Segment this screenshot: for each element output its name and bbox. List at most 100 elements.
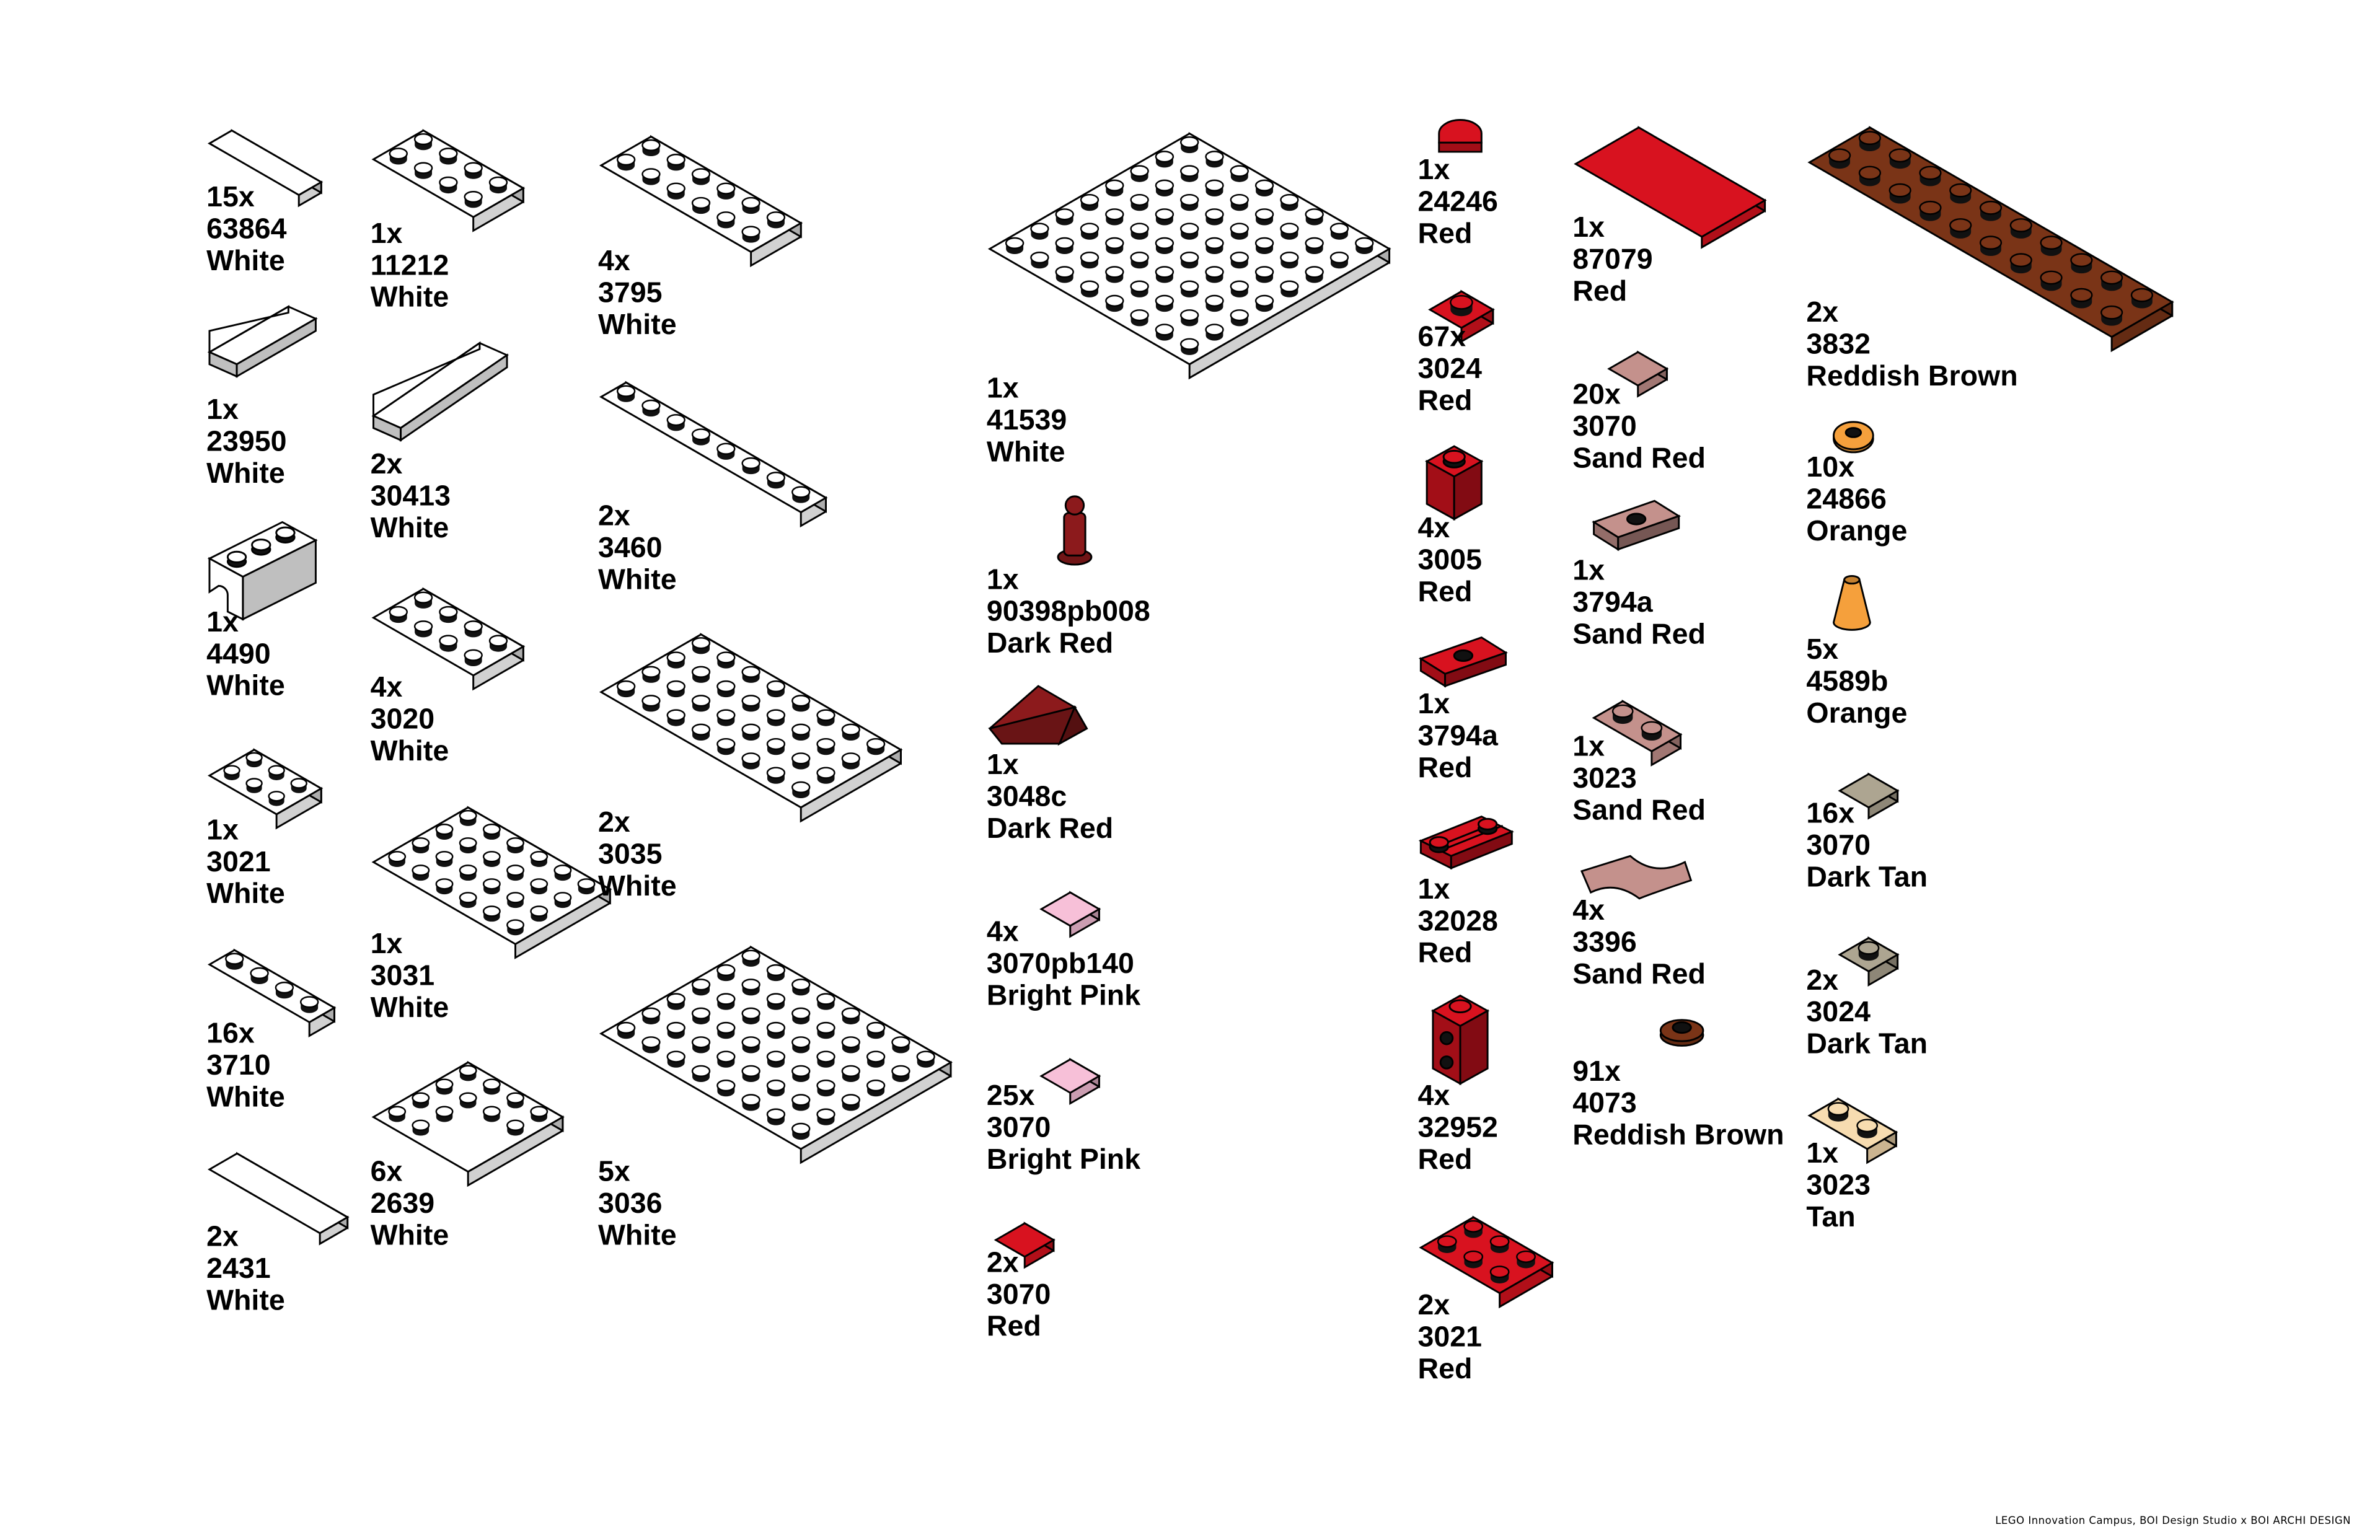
part-graphic-round-plate-icon — [1657, 1011, 1706, 1050]
part-qty: 1x — [206, 815, 239, 847]
part-id: 3795 — [597, 278, 663, 310]
part-color: White — [206, 245, 285, 278]
part-graphic-plate-icon — [1591, 683, 1687, 774]
part-id: 3036 — [597, 1188, 663, 1221]
part-qty: 2x — [1806, 965, 1839, 998]
part-id: 3021 — [206, 847, 271, 879]
part-graphic-plate-icon — [1427, 273, 1499, 351]
part-color: Red — [1417, 1353, 1473, 1386]
part-id: 24246 — [1417, 187, 1498, 219]
part-qty: 1x — [206, 607, 239, 640]
part-qty: 4x — [986, 917, 1019, 949]
part-color: White — [370, 736, 449, 768]
part-graphic-tile-icon — [993, 1205, 1060, 1277]
part-id: 11212 — [370, 250, 449, 283]
part-color: White — [597, 565, 677, 597]
part-qty: 1x — [370, 218, 403, 251]
part-color: Dark Tan — [1806, 862, 1928, 894]
part-qty: 20x — [1572, 379, 1621, 411]
part-graphic-plate-icon — [598, 929, 957, 1172]
part-id: 3070pb140 — [986, 948, 1134, 981]
part-color: Tan — [1806, 1202, 1856, 1234]
part-id: 4073 — [1572, 1088, 1637, 1120]
part-id: 3005 — [1417, 545, 1483, 577]
part-id: 32028 — [1417, 906, 1498, 938]
part-graphic-arch-icon — [206, 516, 319, 625]
part-color: Sand Red — [1572, 619, 1706, 651]
part-color: White — [206, 458, 285, 491]
part-graphic-plate-icon — [598, 364, 832, 535]
part-id: 3794a — [1572, 587, 1653, 620]
part-graphic-round-tile-icon — [1433, 112, 1488, 155]
part-graphic-plate-icon — [598, 616, 907, 830]
part-id: 3832 — [1806, 329, 1871, 361]
part-graphic-modified-brick-icon — [1427, 993, 1491, 1087]
part-id: 32952 — [1417, 1112, 1498, 1145]
part-graphic-jumper-icon — [1417, 636, 1509, 689]
part-color: Bright Pink — [986, 980, 1141, 1013]
part-id: 3020 — [370, 704, 435, 736]
part-color: Red — [1417, 1144, 1473, 1177]
part-color: Dark Red — [986, 628, 1114, 661]
part-color: Dark Red — [986, 813, 1114, 846]
part-qty: 1x — [1572, 555, 1605, 587]
part-qty: 1x — [1806, 1138, 1839, 1171]
part-id: 3070 — [986, 1279, 1051, 1312]
part-qty: 1x — [206, 394, 239, 427]
part-color: Sand Red — [1572, 795, 1706, 827]
part-graphic-minifig-trophy-icon — [1054, 492, 1096, 566]
part-color: Red — [1417, 576, 1473, 609]
part-qty: 16x — [1806, 798, 1855, 830]
part-id: 30413 — [370, 481, 451, 513]
part-id: 3023 — [1572, 763, 1637, 796]
part-color: White — [986, 437, 1065, 469]
part-color: White — [206, 1082, 285, 1114]
part-qty: 4x — [370, 672, 403, 705]
part-qty: 2x — [597, 501, 630, 533]
part-color: Red — [1417, 752, 1473, 785]
part-graphic-plate-icon — [1806, 109, 2178, 359]
part-graphic-flower-plate-icon — [1831, 416, 1876, 455]
part-id: 63864 — [206, 214, 287, 246]
part-qty: 1x — [1572, 212, 1605, 245]
part-id: 2639 — [370, 1188, 435, 1221]
part-id: 41539 — [986, 405, 1067, 438]
part-id: 3710 — [206, 1050, 271, 1083]
part-color: Red — [1417, 218, 1473, 251]
part-graphic-curved-tile-icon — [1579, 850, 1694, 901]
part-id: 3396 — [1572, 927, 1637, 959]
part-id: 3035 — [597, 839, 663, 871]
part-qty: 2x — [206, 1221, 239, 1254]
part-color: White — [370, 992, 449, 1025]
part-graphic-cone-icon — [1831, 574, 1874, 635]
part-graphic-plate-icon — [1417, 1199, 1558, 1316]
part-color: Red — [1572, 276, 1628, 309]
part-graphic-jumper-icon — [1591, 499, 1682, 552]
part-graphic-plate-icon — [1806, 1081, 1902, 1172]
part-qty: 5x — [1806, 634, 1839, 667]
part-graphic-corner-plate-icon — [371, 1044, 569, 1194]
part-color: White — [597, 871, 677, 904]
part-id: 4589b — [1806, 666, 1889, 698]
part-qty: 1x — [986, 749, 1019, 782]
part-graphic-plate-icon — [371, 571, 529, 698]
part-qty: 1x — [1417, 689, 1450, 721]
part-color: Dark Tan — [1806, 1029, 1928, 1061]
part-graphic-panel-icon — [206, 304, 319, 378]
